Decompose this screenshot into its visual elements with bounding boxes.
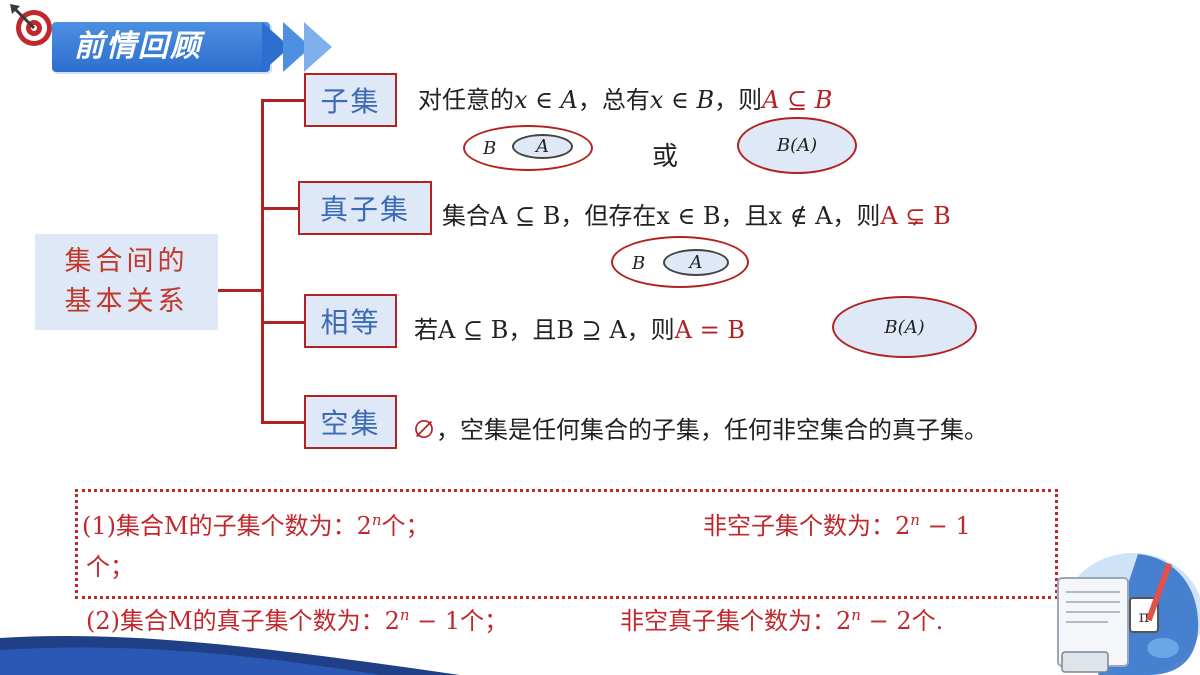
note-1b-end: − 1 <box>919 512 971 540</box>
note-1-wrap: 个； <box>86 553 134 581</box>
subset-venn-outer <box>463 125 593 171</box>
note-2b-end: − 2个. <box>860 607 944 635</box>
note-1b-exponent: n <box>910 511 920 529</box>
or-text: 或 <box>652 142 679 172</box>
proper-subset-text: 集合A ⊆ B，但存在x ∈ B，且x ∉ A，则 <box>442 202 881 230</box>
subset-venn-inner: A <box>512 134 573 159</box>
equal-statement: 若A ⊆ B，且B ⊇ A，则A = B <box>414 310 745 345</box>
subset-x-in-a: x ∈ A <box>514 86 578 114</box>
subset-x-in-b: x ∈ B <box>649 86 715 114</box>
main-topic-line2: 基本关系 <box>64 286 189 317</box>
math-notebook-illustration: π <box>1057 553 1200 675</box>
connector-line <box>261 99 305 102</box>
note-1a-text: (1)集合M的子集个数为：2 <box>82 512 372 540</box>
subset-venn-outer-label: B <box>483 138 497 159</box>
svg-text:π: π <box>1139 607 1150 626</box>
proper-subset-statement: 集合A ⊆ B，但存在x ∈ B，且x ∉ A，则A ⊊ B <box>442 196 951 231</box>
main-topic-box: 集合间的 基本关系 <box>35 234 218 330</box>
proper-subset-venn-outer <box>611 236 749 288</box>
notes-dotted-box <box>75 489 1058 599</box>
note-2-nonempty-proper-subset-count: 非空真子集个数为：2n − 2个. <box>620 601 943 636</box>
proper-subset-label-box: 真子集 <box>298 181 432 235</box>
main-topic-line1: 集合间的 <box>64 246 189 277</box>
note-2a-exponent: n <box>399 606 410 624</box>
empty-set-text: ，空集是任何集合的子集，任何非空集合的真子集。 <box>436 416 988 444</box>
proper-subset-venn-outer-label: B <box>632 253 646 274</box>
subset-statement: 对任意的x ∈ A，总有x ∈ B，则A ⊆ B <box>418 80 832 115</box>
note-2a-end: − 1个； <box>409 607 509 635</box>
empty-set-label-box: 空集 <box>304 395 397 449</box>
note-1-nonempty-subset-count: 非空子集个数为：2n − 1 <box>703 506 971 541</box>
equal-result: A = B <box>674 316 746 344</box>
equal-text: 若A ⊆ B，且B ⊇ A，则 <box>414 316 675 344</box>
note-2-proper-subset-count: (2)集合M的真子集个数为：2n − 1个； <box>86 601 508 636</box>
subset-result: A ⊆ B <box>762 86 833 114</box>
note-1-subset-count: (1)集合M的子集个数为：2n个； <box>82 506 430 541</box>
note-2b-exponent: n <box>851 606 861 624</box>
empty-set-symbol: ∅ <box>412 416 436 444</box>
connector-line <box>261 321 305 324</box>
dart-target-icon <box>10 4 52 46</box>
subset-text-then: ，则 <box>714 86 763 114</box>
note-1b-text: 非空子集个数为：2 <box>703 512 911 540</box>
subset-label-box: 子集 <box>304 73 397 127</box>
bottom-wave-decoration <box>0 635 460 675</box>
note-2b-text: 非空真子集个数为：2 <box>620 607 852 635</box>
section-title: 前情回顾 <box>52 22 270 72</box>
subset-venn-equal: B(A) <box>737 117 857 174</box>
note-1a-exponent: n <box>371 511 382 529</box>
note-1a-end: 个； <box>381 512 430 540</box>
equal-label-box: 相等 <box>304 294 397 348</box>
connector-line <box>261 207 299 210</box>
connector-spine <box>261 99 264 423</box>
subset-text-prefix: 对任意的 <box>418 86 514 114</box>
proper-subset-result: A ⊊ B <box>880 202 951 230</box>
equal-venn: B(A) <box>832 296 977 358</box>
note-2a-text: (2)集合M的真子集个数为：2 <box>86 607 400 635</box>
proper-subset-venn-inner: A <box>663 249 729 276</box>
subset-text-mid: ，总有 <box>577 86 650 114</box>
empty-set-statement: ∅，空集是任何集合的子集，任何非空集合的真子集。 <box>412 410 988 445</box>
chevron-right-icon <box>304 22 332 72</box>
connector-line <box>261 421 305 424</box>
connector-line <box>218 289 263 292</box>
